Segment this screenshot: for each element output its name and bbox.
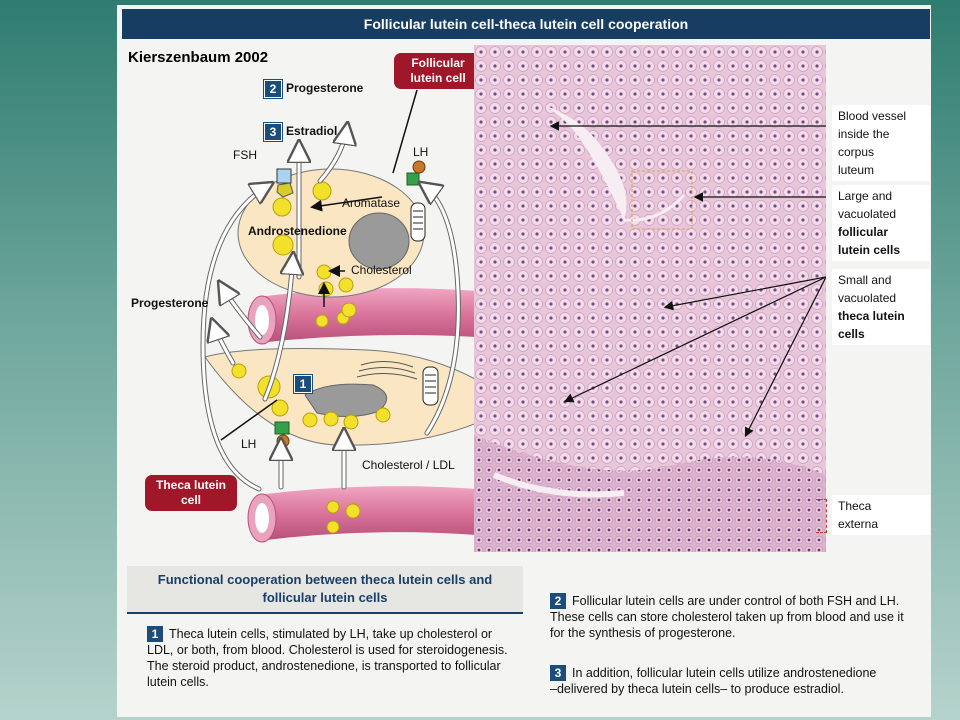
tag-line: Follicular <box>411 56 465 70</box>
step-1-badge: 1 <box>294 375 312 393</box>
item-line: LDL, or both, from blood. Cholesterol is… <box>147 643 508 657</box>
item-badge: 2 <box>550 593 566 609</box>
lh-label-bottom: LH <box>241 437 257 451</box>
blood-vessel-upper <box>257 288 477 343</box>
item-line: These cells can store cholesterol taken … <box>550 610 904 624</box>
theca-externa-bracket <box>816 499 827 533</box>
explanation-item-2: 2 Follicular lutein cells are under contr… <box>550 593 928 641</box>
androstenedione-label: Androstenedione <box>248 224 347 238</box>
item-line: In addition, follicular lutein cells uti… <box>572 666 877 680</box>
callout-line: vacuolated <box>838 291 897 305</box>
tag-line: cell <box>180 493 201 507</box>
callout-line: theca lutein <box>838 309 905 323</box>
fsh-label: FSH <box>233 148 257 162</box>
callout-line: cells <box>838 327 865 341</box>
callout-theca-externa: Theca externa <box>832 495 930 535</box>
callout-line: externa <box>838 517 879 531</box>
callout-line: follicular <box>838 225 889 239</box>
cell-diagram: Follicular lutein cell Theca lutein cell… <box>117 45 482 555</box>
estradiol-label: Estradiol <box>286 124 338 138</box>
callout-line: lutein cells <box>838 243 901 257</box>
citation: Kierszenbaum 2002 <box>128 49 269 66</box>
item-line: –delivered by theca lutein cells– to pro… <box>550 682 844 696</box>
callout-line: Small and <box>838 273 892 287</box>
tag-line: lutein cell <box>410 71 466 85</box>
micrograph-image <box>474 45 826 552</box>
item-badge: 3 <box>550 665 566 681</box>
callout-line: Theca <box>838 499 872 513</box>
callout-line: Blood vessel <box>838 109 907 123</box>
item-line: for the synthesis of progesterone. <box>550 626 736 640</box>
item-line: The steroid product, androstenedione, is… <box>147 659 501 673</box>
lh-label-top: LH <box>413 145 429 159</box>
cholesterol-label: Cholesterol <box>351 263 412 277</box>
blood-vessel-lower <box>257 486 477 541</box>
callout-line: inside the <box>838 127 890 141</box>
tag-line: Theca lutein <box>155 478 226 492</box>
explanation-item-3: 3 In addition, follicular lutein cells ut… <box>550 665 928 697</box>
panel-title: Functional cooperation between theca lut… <box>127 566 523 612</box>
panel-divider <box>127 612 523 614</box>
slide: Follicular lutein cell-theca lutein cell… <box>117 5 931 717</box>
cholesterol-ldl-label: Cholesterol / LDL <box>362 458 455 472</box>
callout-blood-vessel: Blood vessel inside the corpus luteum <box>832 105 930 181</box>
step-2-badge: 2 <box>264 80 282 98</box>
diagram-illustration <box>200 89 477 543</box>
follicular-lutein-cell-tag: Follicular lutein cell <box>394 53 482 89</box>
item-badge: 1 <box>147 626 163 642</box>
panel-title-line: follicular lutein cells <box>262 590 388 605</box>
callout-line: luteum <box>838 163 875 177</box>
step-3-badge: 3 <box>264 123 282 141</box>
panel-title-line: Functional cooperation between theca lut… <box>157 572 493 587</box>
callout-follicular-lutein-cells: Large and vacuolated follicular lutein c… <box>832 185 930 261</box>
explanation-item-1: 1 Theca lutein cells, stimulated by LH, t… <box>147 626 527 690</box>
page-title: Follicular lutein cell-theca lutein cell… <box>122 9 930 39</box>
corpus-luteum-micrograph <box>474 45 826 552</box>
item-line: lutein cells. <box>147 675 209 689</box>
item-line: Follicular lutein cells are under contro… <box>572 594 900 608</box>
theca-lutein-cell-tag: Theca lutein cell <box>145 475 237 511</box>
callout-line: vacuolated <box>838 207 897 221</box>
progesterone-left-label: Progesterone <box>131 296 209 310</box>
aromatase-label: Aromatase <box>342 196 401 210</box>
callout-line: corpus <box>838 145 875 159</box>
callout-theca-lutein-cells: Small and vacuolated theca lutein cells <box>832 269 930 345</box>
item-line: Theca lutein cells, stimulated by LH, ta… <box>169 627 493 641</box>
progesterone-label: Progesterone <box>286 81 364 95</box>
callout-line: Large and <box>838 189 893 203</box>
